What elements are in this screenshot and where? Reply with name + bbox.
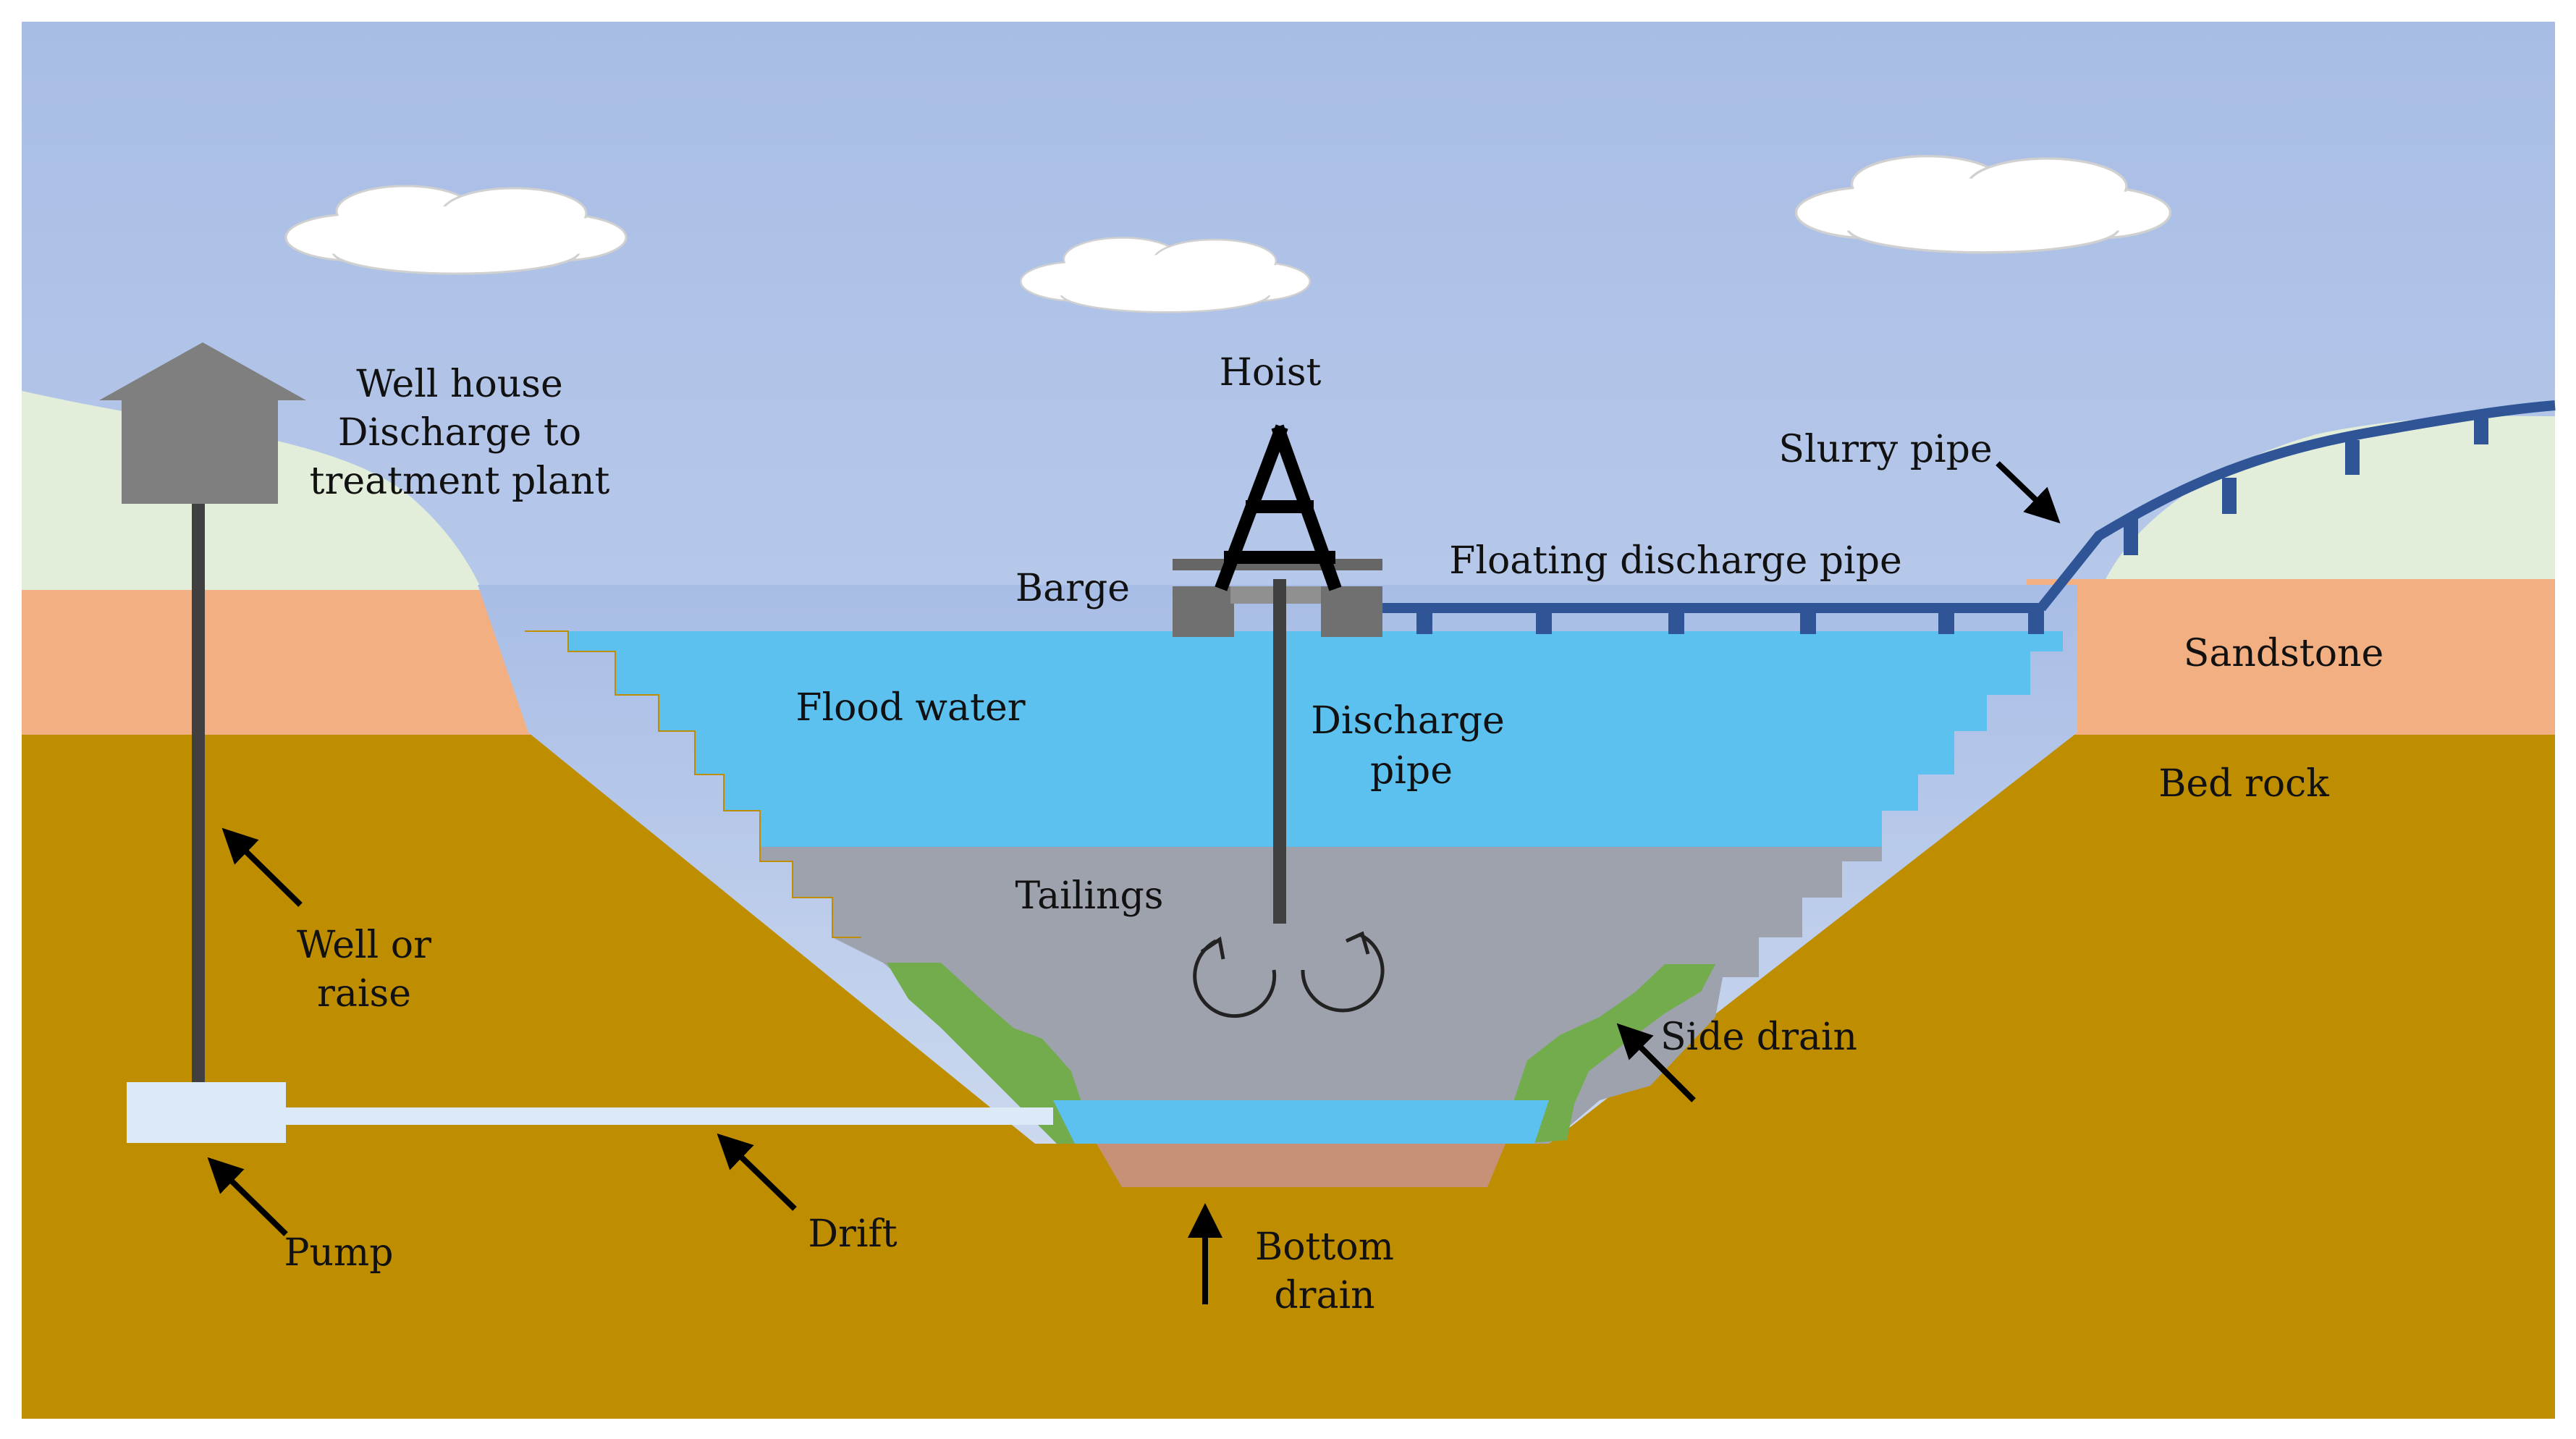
well-house — [99, 342, 306, 504]
label-floating-discharge-pipe: Floating discharge pipe — [1449, 539, 1902, 583]
bottom-drain-gravel — [1097, 1144, 1506, 1187]
circulation-arrow-left-head — [1200, 936, 1225, 960]
sandstone-left — [22, 590, 536, 735]
well-house-body — [122, 398, 278, 504]
label-hoist: Hoist — [1220, 351, 1322, 394]
hoist — [1215, 424, 1342, 591]
slurry-pipe-arrow — [1996, 461, 2061, 524]
label-flood-water: Flood water — [795, 686, 1025, 730]
circulation-arrow-right-head — [1345, 931, 1370, 955]
flood-water — [525, 631, 2063, 847]
pit-steps-left — [525, 630, 861, 938]
circulation-arrow-right — [1301, 933, 1385, 1013]
label-discharge: Discharge — [1311, 699, 1505, 743]
side-drain-arrow — [1616, 1023, 1696, 1102]
slurry-pipe-supports — [2124, 418, 2488, 555]
well-shaft — [192, 504, 205, 1083]
pump — [127, 1082, 286, 1143]
circulation-arrows — [1193, 931, 1385, 1018]
drift — [282, 1107, 1053, 1125]
drift-arrow — [717, 1133, 797, 1211]
pump-arrow — [207, 1157, 288, 1236]
pointer-arrows — [207, 461, 2061, 1304]
label-well-house: Well house — [356, 363, 563, 406]
label-raise: raise — [317, 972, 411, 1016]
circulation-arrow-left — [1193, 939, 1277, 1018]
side-drain-left — [887, 963, 1086, 1144]
label-tailings: Tailings — [1015, 874, 1163, 918]
label-barge: Barge — [1015, 567, 1130, 610]
label-treatment-plant: treatment plant — [310, 460, 610, 503]
label-side-drain: Side drain — [1660, 1016, 1857, 1059]
well-arrow — [221, 827, 303, 907]
grass-right — [2099, 415, 2555, 594]
label-sandstone: Sandstone — [2184, 632, 2384, 675]
label-bottom: Bottom — [1255, 1225, 1394, 1269]
slurry-pipe-line — [2037, 400, 2556, 612]
discharge-pipe — [1273, 579, 1286, 924]
floating-discharge-pipe — [1382, 603, 2044, 634]
label-pipe: pipe — [1370, 749, 1453, 793]
label-slurry-pipe: Slurry pipe — [1778, 428, 1992, 471]
label-discharge-to: Discharge to — [338, 411, 581, 455]
slurry-pipe — [2037, 400, 2556, 612]
label-bed-rock: Bed rock — [2158, 762, 2329, 806]
label-drain: drain — [1274, 1274, 1374, 1317]
barge-float-left — [1173, 586, 1234, 637]
side-drain-right — [1513, 964, 1715, 1144]
barge-float-right — [1321, 586, 1382, 637]
bottom-drain-water — [1053, 1100, 1549, 1144]
sandstone-right — [2027, 579, 2555, 735]
pipe-floats — [1416, 608, 2044, 634]
label-pump: Pump — [284, 1231, 393, 1275]
labels: Well house Discharge to treatment plant … — [284, 351, 2383, 1317]
label-drift: Drift — [808, 1212, 897, 1256]
well-house-roof — [99, 342, 306, 400]
label-well-or: Well or — [297, 924, 431, 967]
